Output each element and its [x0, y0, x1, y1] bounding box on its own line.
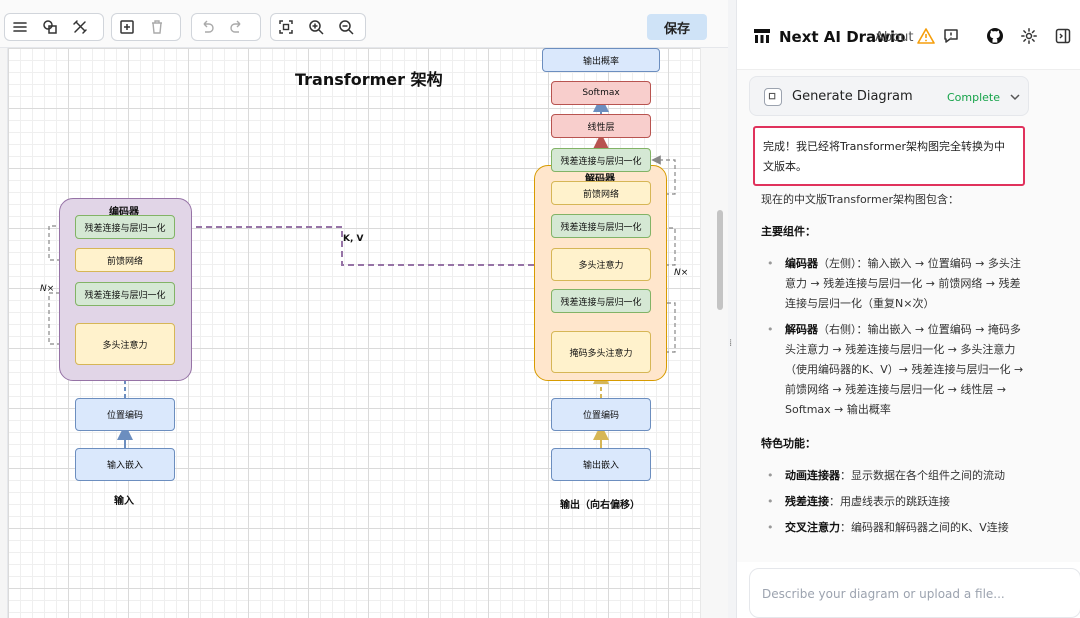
diagram-title[interactable]: Transformer 架构 — [295, 70, 443, 89]
list-item: 编码器（左侧）：输入嵌入 → 位置编码 → 多头注意力 → 残差连接与层归一化 … — [761, 254, 1029, 314]
warning-icon[interactable] — [917, 27, 935, 45]
decoder-output-embedding[interactable]: 输出嵌入 — [551, 448, 651, 481]
menu-icon — [13, 22, 27, 32]
decoder-pos-encoding[interactable]: 位置编码 — [551, 398, 651, 431]
about-link[interactable]: About — [875, 30, 914, 45]
canvas-scroll-track[interactable] — [700, 48, 728, 618]
encoder-input-label: 输入 — [114, 496, 134, 507]
decoder-residual-mid[interactable]: 残差连接与层归一化 — [551, 214, 651, 238]
insert-button[interactable] — [112, 14, 142, 40]
app-title: Next AI Drawio — [779, 28, 906, 46]
decoder-residual-bottom[interactable]: 残差连接与层归一化 — [551, 289, 651, 313]
menu-button[interactable] — [5, 14, 35, 40]
encoder-pos-encoding[interactable]: 位置编码 — [75, 398, 175, 431]
zoom-in-icon — [309, 20, 324, 35]
decoder-repeat-label: N× — [674, 268, 689, 278]
zoom-out-button[interactable] — [331, 14, 361, 40]
decoder-masked-attention[interactable]: 掩码多头注意力 — [551, 331, 651, 373]
panel-resize-handle[interactable]: ⁞ — [729, 338, 733, 349]
toolbar-group-zoom — [270, 13, 366, 41]
toolbar-group-edit — [111, 13, 181, 41]
toolbar-group-view — [4, 13, 104, 41]
gear-icon[interactable] — [1020, 27, 1038, 45]
collapse-panel-icon[interactable] — [1054, 27, 1072, 45]
zoom-out-icon — [339, 20, 354, 35]
encoder-attention[interactable]: 多头注意力 — [75, 323, 175, 365]
decoder-softmax[interactable]: Softmax — [551, 81, 651, 105]
format-button[interactable] — [65, 14, 95, 40]
kv-label: K, V — [343, 234, 364, 244]
app-logo-icon — [754, 29, 770, 43]
canvas-scroll-thumb[interactable] — [717, 210, 723, 310]
chevron-down-icon[interactable] — [1008, 90, 1022, 104]
undo-button[interactable] — [192, 14, 222, 40]
undo-icon — [203, 20, 214, 33]
decoder-label: 解码器 — [585, 174, 615, 185]
encoder-repeat-label: N× — [40, 284, 55, 294]
shapes-button[interactable] — [35, 14, 65, 40]
left-gutter — [0, 48, 8, 618]
chat-input-area — [749, 568, 1080, 618]
decoder-ffn[interactable]: 前馈网络 — [551, 181, 651, 205]
toolbar-group-history — [191, 13, 261, 41]
tool-call-card[interactable]: Generate Diagram Complete — [749, 76, 1029, 116]
plus-square-icon — [120, 20, 134, 34]
chat-messages[interactable]: Generate Diagram Complete 完成！我已经将Transfo… — [737, 70, 1080, 562]
list-item: 交叉注意力：编码器和解码器之间的K、V连接 — [761, 518, 1029, 538]
github-icon[interactable] — [986, 27, 1004, 45]
assistant-message-body: 现在的中文版Transformer架构图包含： 主要组件： 编码器（左侧）：输入… — [761, 190, 1029, 552]
fit-screen-icon — [279, 20, 293, 34]
tool-call-name: Generate Diagram — [792, 89, 913, 104]
decoder-residual-top[interactable]: 残差连接与层归一化 — [551, 148, 651, 172]
fit-button[interactable] — [271, 14, 301, 40]
section-heading-components: 主要组件： — [761, 225, 816, 238]
decoder-output-probabilities[interactable]: 输出概率 — [542, 48, 660, 72]
zoom-in-button[interactable] — [301, 14, 331, 40]
editor-toolbar: 保存 — [0, 0, 728, 48]
save-button[interactable]: 保存 — [647, 14, 707, 40]
list-item: 解码器（右侧）：输出嵌入 → 位置编码 → 掩码多头注意力 → 残差连接与层归一… — [761, 320, 1029, 420]
encoder-input-embedding[interactable]: 输入嵌入 — [75, 448, 175, 481]
decoder-linear[interactable]: 线性层 — [551, 114, 651, 138]
encoder-residual-bottom[interactable]: 残差连接与层归一化 — [75, 282, 175, 306]
message-intro: 现在的中文版Transformer架构图包含： — [761, 193, 960, 206]
features-list: 动画连接器：显示数据在各个组件之间的流动 残差连接：用虚线表示的跳跃连接 交叉注… — [761, 466, 1029, 538]
kv-connector[interactable] — [176, 226, 552, 273]
shapes-icon — [43, 20, 57, 34]
diagram-editor: 保存 Transformer 架构 — [0, 0, 728, 618]
components-list: 编码器（左侧）：输入嵌入 → 位置编码 → 多头注意力 → 残差连接与层归一化 … — [761, 254, 1029, 420]
decoder-cross-attention[interactable]: 多头注意力 — [551, 248, 651, 281]
cpu-icon — [764, 88, 782, 106]
feedback-icon[interactable] — [942, 27, 960, 45]
list-item: 动画连接器：显示数据在各个组件之间的流动 — [761, 466, 1029, 486]
decoder-output-label: 输出（向右偏移） — [560, 500, 640, 511]
encoder-label: 编码器 — [109, 207, 139, 218]
section-heading-features: 特色功能： — [761, 437, 816, 450]
diagram-canvas[interactable]: Transformer 架构 — [8, 48, 700, 618]
encoder-residual-top[interactable]: 残差连接与层归一化 — [75, 215, 175, 239]
redo-button[interactable] — [222, 14, 252, 40]
delete-button[interactable] — [142, 14, 172, 40]
list-item: 残差连接：用虚线表示的跳跃连接 — [761, 492, 1029, 512]
chat-panel: Next AI Drawio About Generate Diagr — [736, 0, 1080, 618]
format-icon — [73, 20, 87, 34]
trash-icon — [152, 20, 162, 34]
redo-icon — [230, 20, 241, 33]
tool-call-status: Complete — [947, 91, 1001, 104]
chat-input[interactable] — [762, 583, 1062, 605]
encoder-ffn[interactable]: 前馈网络 — [75, 248, 175, 272]
highlighted-message: 完成！我已经将Transformer架构图完全转换为中文版本。 — [753, 126, 1025, 186]
panel-header: Next AI Drawio About — [737, 0, 1080, 70]
